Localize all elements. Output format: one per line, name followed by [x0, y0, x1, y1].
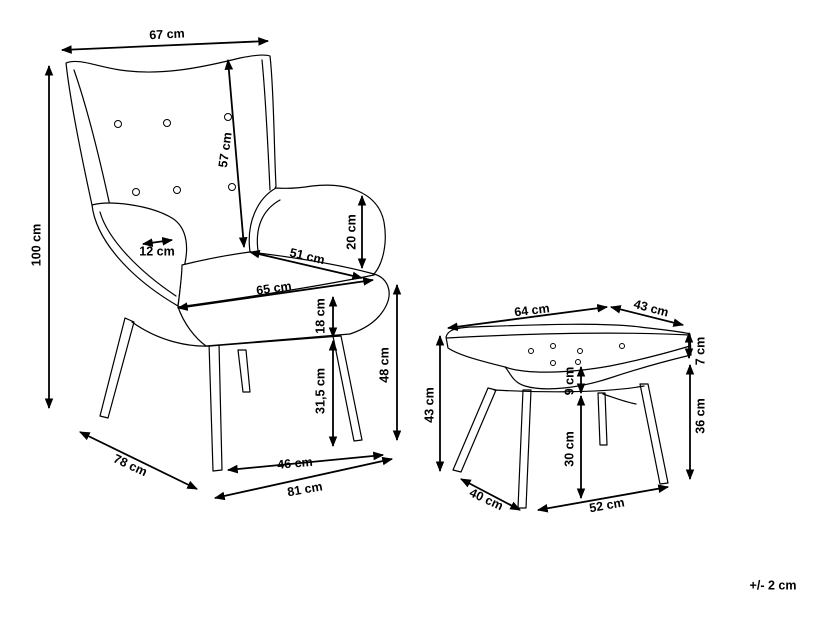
stool-leg-front-left — [452, 387, 497, 473]
chair-button — [228, 183, 236, 191]
footstool-drawing — [445, 323, 692, 509]
chair-button — [224, 113, 232, 121]
chair-frame — [131, 321, 211, 347]
label-chair-armrest: 20 cm — [344, 214, 358, 249]
label-stool-depth: 40 cm — [467, 486, 505, 514]
stool-cushion-top-edge — [446, 332, 691, 339]
stool-leg-front-middle — [517, 389, 532, 509]
stool-button — [528, 348, 534, 354]
stool-frame — [493, 385, 645, 393]
dimension-line-chair-base-width — [213, 456, 394, 501]
stool-button — [619, 343, 625, 349]
label-chair-seat-height: 48 cm — [377, 347, 391, 382]
chair-leg-back-middle — [237, 349, 251, 393]
stool-leg-back — [597, 392, 608, 446]
dimension-lines — [44, 37, 695, 513]
stool-cushion-seam — [504, 345, 691, 373]
label-chair-width: 67 cm — [149, 26, 185, 42]
armchair-drawing — [65, 54, 390, 472]
label-stool-cushion-edge: 7 cm — [693, 337, 707, 366]
chair-armrest-left — [91, 202, 188, 307]
chair-button — [173, 186, 181, 194]
stool-button — [577, 348, 583, 354]
dimension-line-stool-depth-top — [609, 305, 685, 327]
dimension-line-chair-seat-depth — [248, 249, 364, 281]
dimension-line-stool-depth — [460, 478, 521, 511]
chair-backrest-inner-left — [73, 69, 111, 207]
chair-button — [114, 120, 122, 128]
chair-button — [132, 188, 140, 196]
label-stool-height: 43 cm — [422, 387, 436, 422]
label-chair-backrest: 57 cm — [216, 131, 235, 168]
label-stool-cushion: 9 cm — [562, 367, 576, 396]
label-chair-cushion: 18 cm — [313, 298, 327, 333]
label-stool-leg: 30 cm — [562, 431, 576, 466]
chair-backrest-inner-right — [261, 59, 271, 191]
label-stool-base-width: 52 cm — [588, 495, 625, 515]
dimension-line-chair-backrest — [224, 58, 248, 249]
label-tolerance: +/- 2 cm — [750, 578, 797, 592]
label-chair-seat-width: 65 cm — [255, 279, 292, 298]
chair-armrest-right-inner — [256, 199, 281, 252]
stool-frame-back — [602, 393, 637, 405]
dimension-line-chair-width — [60, 37, 270, 54]
dimension-line-stool-width — [446, 303, 609, 332]
label-stool-side-height: 36 cm — [693, 398, 707, 433]
label-chair-height: 100 cm — [29, 224, 43, 266]
label-chair-leg-span: 46 cm — [277, 455, 314, 472]
chair-armrest-left-inner — [99, 211, 177, 297]
label-chair-leg: 31,5 cm — [313, 368, 327, 414]
chair-leg-front-left — [208, 342, 223, 472]
dimension-line-stool-base-width — [536, 484, 670, 513]
chair-leg-front-right — [332, 335, 363, 442]
label-stool-width: 64 cm — [513, 301, 550, 319]
chair-button — [163, 119, 171, 127]
label-chair-base-width: 81 cm — [286, 479, 323, 499]
dimension-line-chair-arm — [141, 237, 174, 247]
stool-button — [550, 343, 556, 349]
label-chair-arm: 12 cm — [139, 244, 174, 258]
stool-leg-right — [639, 383, 669, 485]
chair-leg-back-left — [99, 317, 135, 419]
stool-button — [550, 360, 556, 366]
stool-button — [575, 359, 581, 365]
dimension-line-chair-depth — [79, 431, 198, 490]
dimension-line-chair-seat-width — [176, 277, 375, 311]
